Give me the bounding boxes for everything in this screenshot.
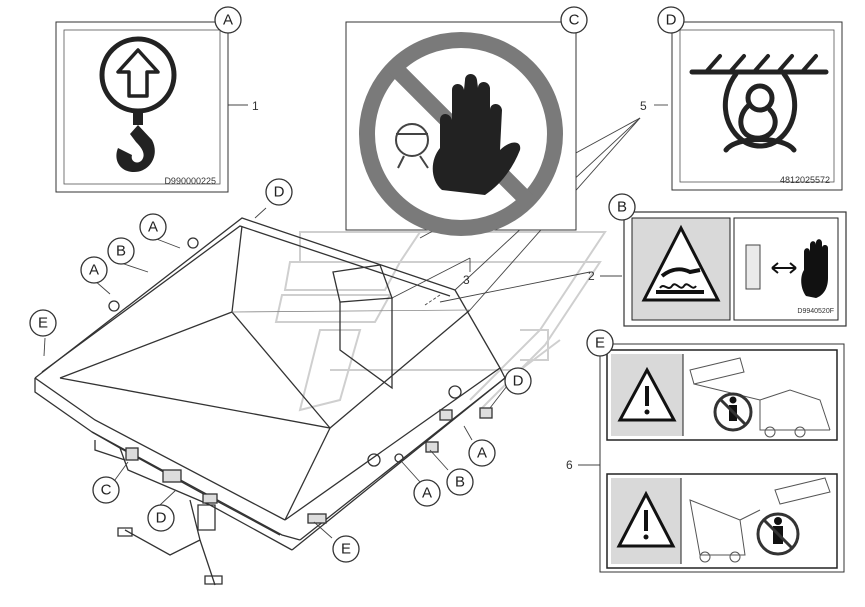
callout-panel-d: D — [657, 6, 685, 34]
crush-warning-decal-lower — [606, 473, 838, 569]
callout-hopper-a-3: A — [413, 479, 441, 507]
hot-surface-warning-icon — [641, 224, 721, 302]
callout-hopper-d-bottom: D — [147, 504, 175, 532]
item-number-2: 2 — [588, 269, 595, 283]
decal-panel-crush-warnings — [599, 343, 845, 573]
decal-code-hot-surface: D9940520F — [797, 308, 834, 315]
decal-code-lift: D990000225 — [164, 176, 216, 186]
callout-hopper-b-2: B — [446, 468, 474, 496]
item-number-6: 6 — [566, 458, 573, 472]
svg-text:D: D — [513, 373, 524, 390]
callout-panel-c: C — [560, 6, 588, 34]
svg-text:A: A — [477, 445, 487, 462]
svg-text:A: A — [89, 262, 99, 279]
svg-text:E: E — [595, 335, 605, 352]
lift-hook-icon — [99, 36, 177, 172]
svg-text:D: D — [156, 510, 167, 527]
svg-text:B: B — [617, 199, 627, 216]
operator-head-icon — [395, 123, 429, 169]
ghost-hopper-outline — [274, 231, 607, 412]
decal-panel-hot-surface: D9940520F — [623, 211, 847, 327]
item-number-1: 1 — [252, 99, 259, 113]
decal-panel-no-entry — [345, 21, 577, 236]
callout-hopper-b-1: B — [107, 237, 135, 265]
svg-text:A: A — [148, 219, 158, 236]
callout-panel-a: A — [214, 6, 242, 34]
callout-hopper-e-left: E — [29, 309, 57, 337]
callout-panel-e: E — [586, 329, 614, 357]
svg-text:C: C — [101, 482, 112, 499]
decal-panel-tie-down: 4812025572 — [671, 21, 843, 191]
svg-text:C: C — [569, 12, 580, 29]
callout-hopper-d-right: D — [504, 367, 532, 395]
callout-hopper-a-1: A — [139, 213, 167, 241]
no-person-icon-lower — [756, 512, 800, 556]
item-number-3: 3 — [463, 273, 470, 287]
svg-text:A: A — [422, 485, 432, 502]
crush-warning-decal-upper — [606, 349, 838, 441]
suspended-load-icon — [689, 54, 829, 153]
svg-text:E: E — [341, 541, 351, 558]
callout-hopper-c: C — [92, 476, 120, 504]
no-person-icon — [713, 392, 753, 432]
item-number-5: 5 — [640, 99, 647, 113]
callout-hopper-d-top: D — [265, 178, 293, 206]
keep-hand-away-icon — [745, 239, 828, 298]
item-numbers: 1 2 3 5 6 — [252, 99, 647, 472]
callout-hopper-e-bottom: E — [332, 535, 360, 563]
svg-text:B: B — [455, 474, 465, 491]
svg-text:D: D — [274, 184, 285, 201]
svg-text:A: A — [223, 12, 233, 29]
svg-text:B: B — [116, 243, 126, 260]
svg-text:D: D — [666, 12, 677, 29]
callout-hopper-a-2: A — [80, 256, 108, 284]
decal-panel-lift-point: D990000225 — [55, 21, 229, 193]
hopper-assembly — [34, 217, 506, 586]
raised-hand-icon — [432, 74, 521, 195]
svg-text:E: E — [38, 315, 48, 332]
callout-hopper-a-4: A — [468, 439, 496, 467]
callout-panel-b: B — [608, 193, 636, 221]
prohibition-sign-icon — [359, 32, 563, 236]
callouts: A C D B E D A B A E C D E A B A D — [29, 6, 685, 563]
decal-code-tie-down: 4812025572 — [780, 175, 830, 185]
